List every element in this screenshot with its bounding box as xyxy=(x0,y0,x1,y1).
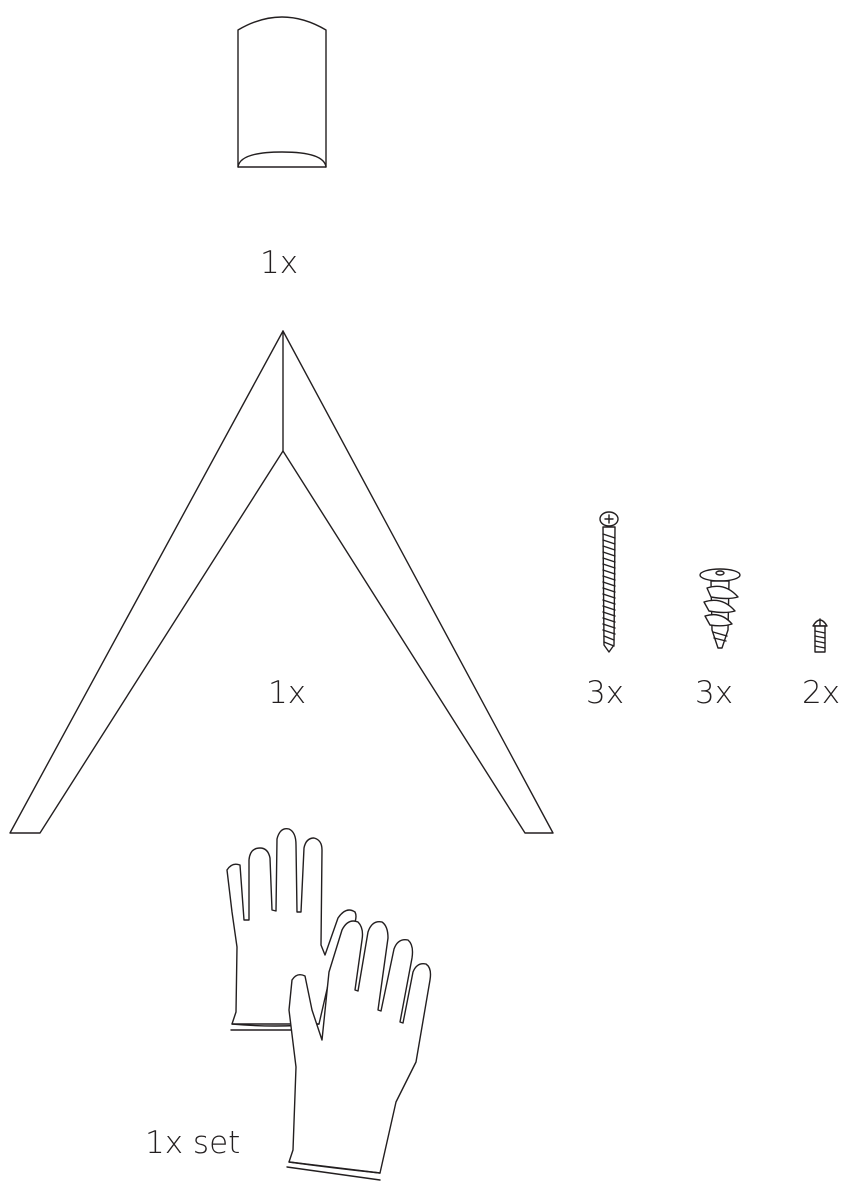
gloves-quantity: 1x set xyxy=(145,1128,240,1159)
